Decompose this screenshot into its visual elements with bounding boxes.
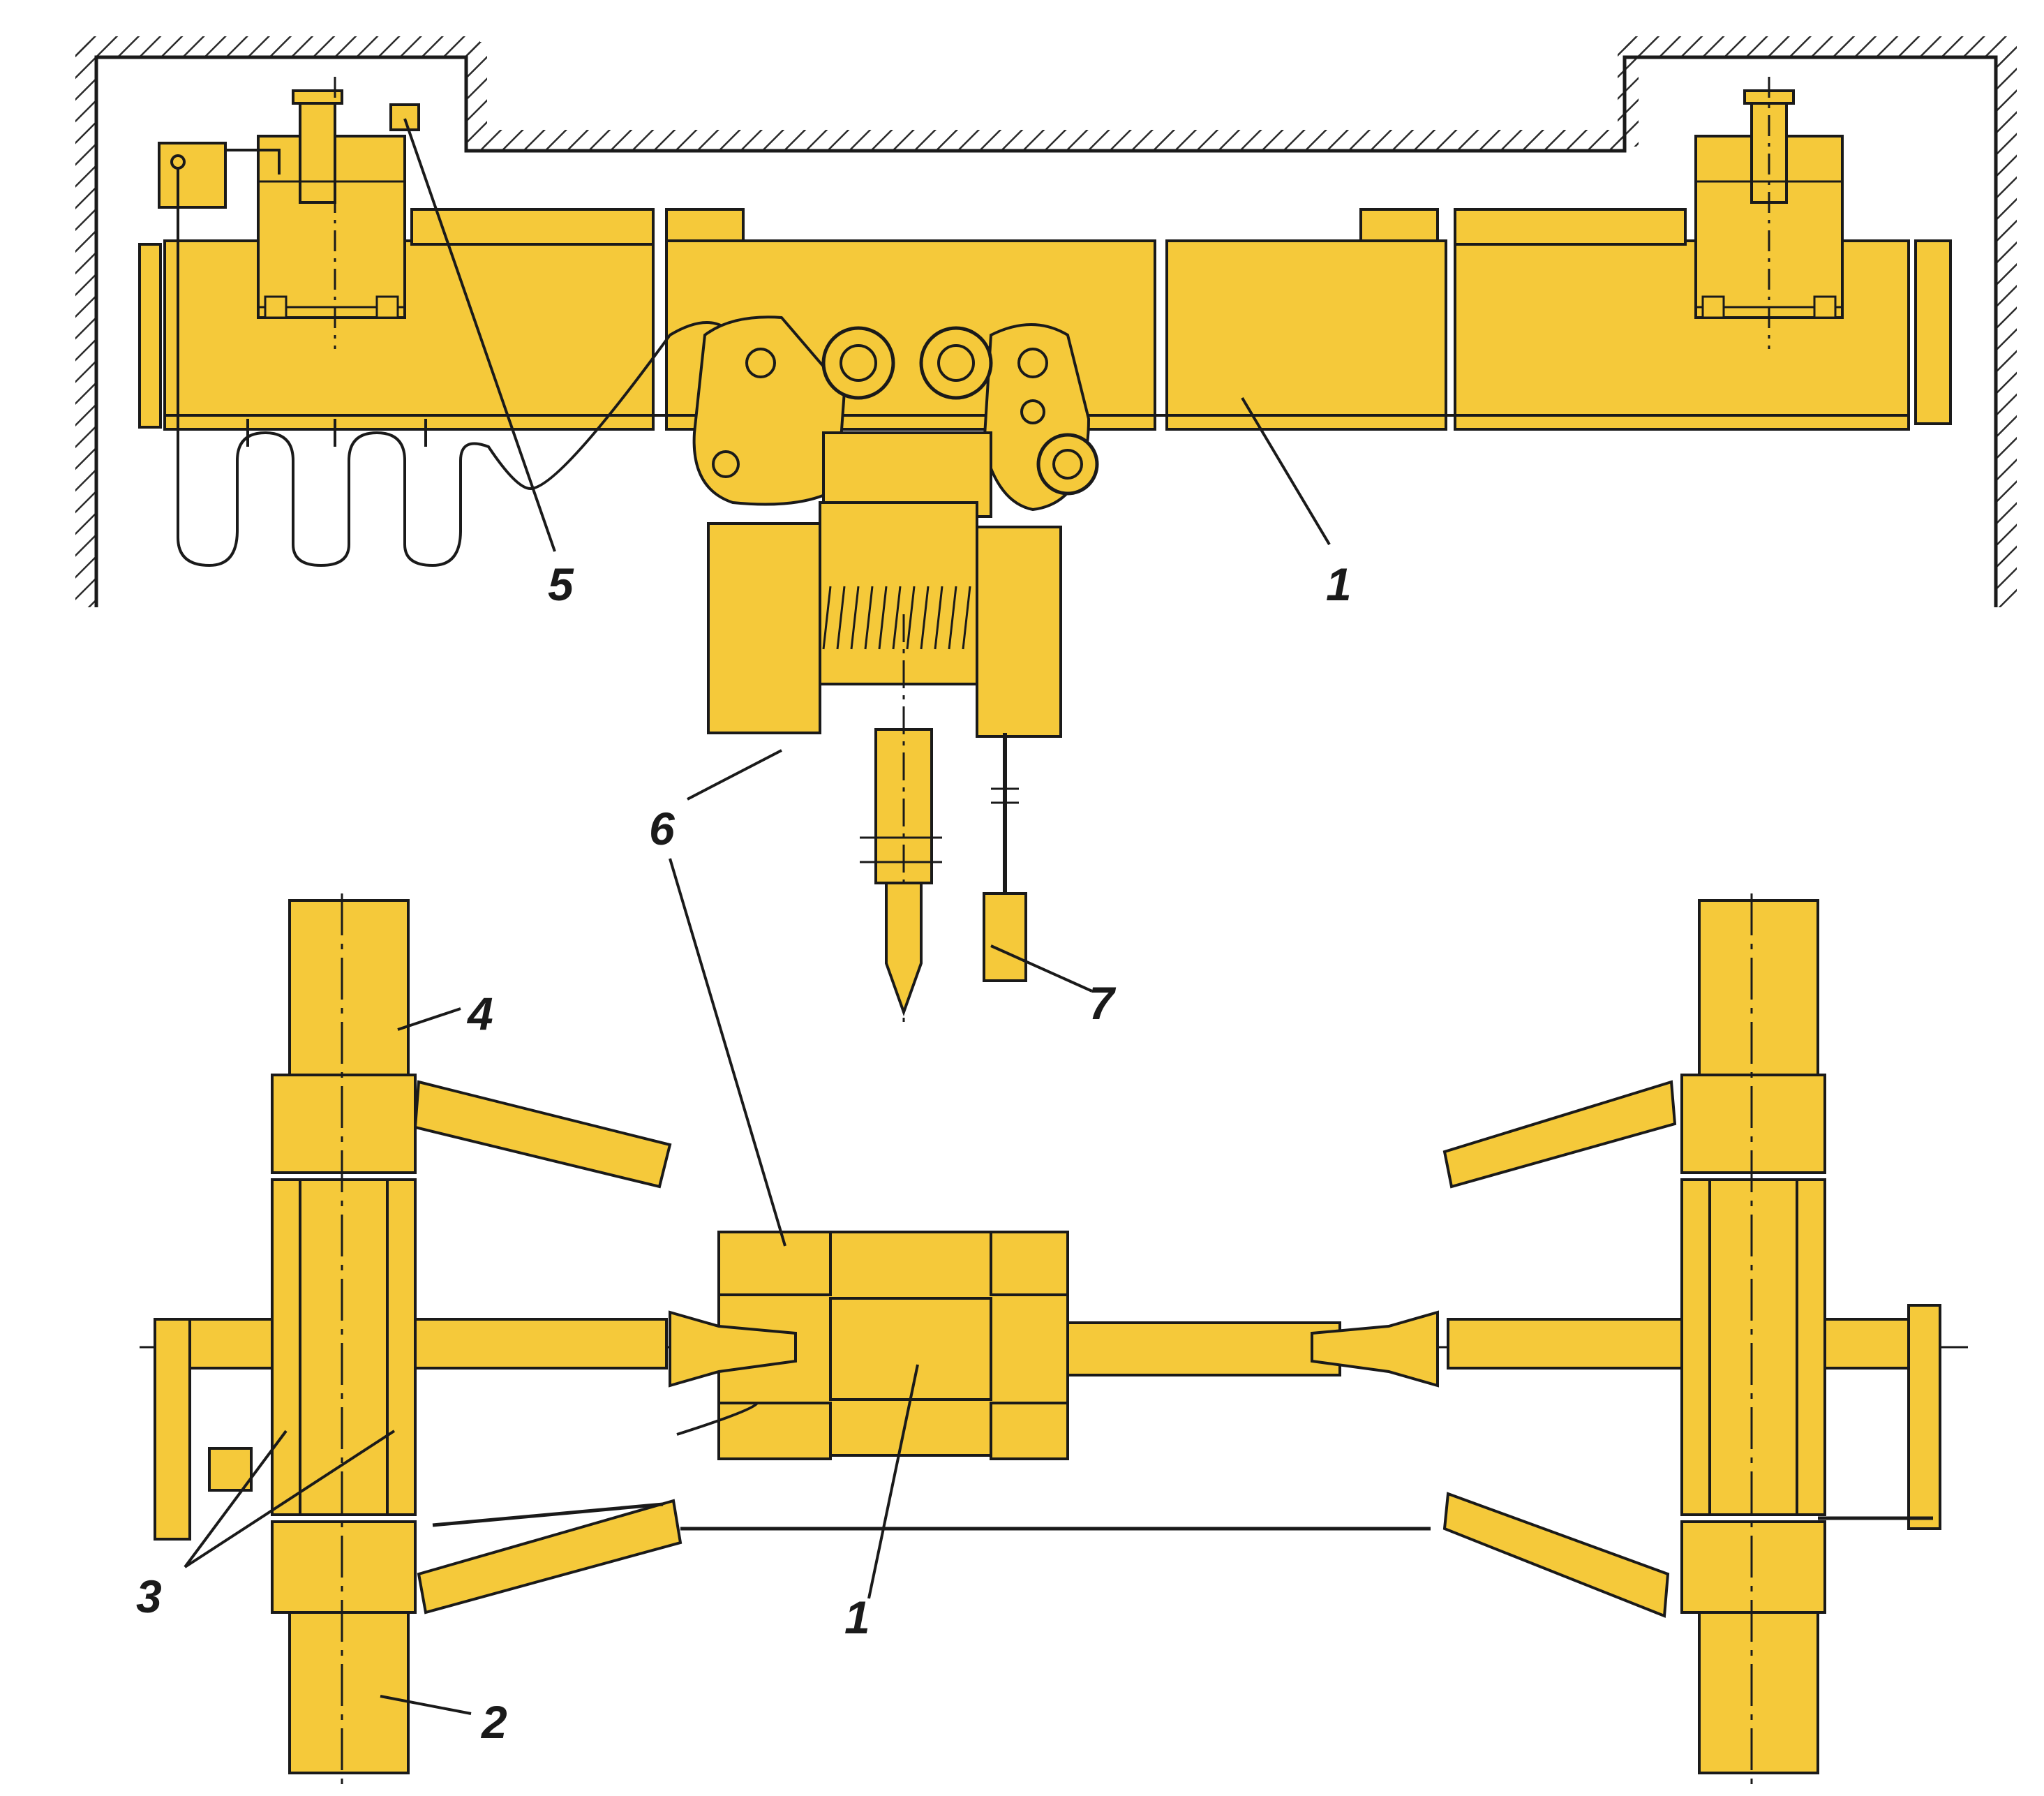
top-mid-hatch xyxy=(480,130,1625,151)
festoon-cable xyxy=(177,168,727,567)
collector-head xyxy=(389,103,420,131)
coupling-right xyxy=(1311,1310,1439,1388)
step-left-hatch xyxy=(466,42,487,147)
drive-motor-left xyxy=(208,1447,253,1492)
right-wall-hatch xyxy=(1996,42,2017,607)
power-supply-festoon xyxy=(158,103,727,567)
plan-view xyxy=(140,893,1968,1787)
hoist-gearbox xyxy=(976,526,1062,738)
callout-1-top: 1 xyxy=(1326,558,1352,610)
girder-seg-2 xyxy=(163,239,655,431)
building-section xyxy=(75,36,2017,607)
end-carriage-left-elevation xyxy=(257,77,406,349)
girder-top-flange-right xyxy=(1454,208,1687,246)
hoist-trolley xyxy=(692,316,1099,1026)
crane-hook xyxy=(885,882,923,1016)
hoist-motor xyxy=(707,522,821,734)
end-carriage-right-elevation xyxy=(1694,77,1844,349)
callout-6: 6 xyxy=(649,803,676,854)
leader-lines xyxy=(184,118,1331,1715)
girder-top-block-1 xyxy=(665,208,745,242)
wheel-unit-left-top xyxy=(288,899,410,1076)
callout-2: 2 xyxy=(480,1696,507,1748)
shaft-right xyxy=(1447,1318,1910,1370)
girder-seg-6 xyxy=(1914,239,1952,425)
wheel-unit-left-bottom xyxy=(288,1611,410,1774)
left-wall-hatch xyxy=(75,42,96,607)
callout-5: 5 xyxy=(548,558,574,610)
top-left-hatch xyxy=(75,36,480,57)
callout-7: 7 xyxy=(1089,977,1117,1029)
girder-top-flange-left xyxy=(410,208,655,246)
callout-3: 3 xyxy=(136,1571,162,1622)
callout-1-bottom: 1 xyxy=(844,1591,870,1643)
trolley-wheel-3 xyxy=(1036,433,1099,496)
girder-seg-1 xyxy=(138,243,162,429)
trolley-wheel-1 xyxy=(821,326,895,400)
step-right-hatch xyxy=(1618,42,1639,147)
girder-top-block-2 xyxy=(1359,208,1439,242)
callout-labels: 5 1 6 7 4 3 1 2 xyxy=(136,558,1352,1748)
girder-seg-4 xyxy=(1165,239,1447,431)
trolley-wheel-2 xyxy=(919,326,993,400)
callout-4: 4 xyxy=(466,988,493,1039)
rope-winding xyxy=(822,586,971,650)
building-outline xyxy=(94,55,1998,607)
pendant-control xyxy=(983,892,1027,982)
junction-box xyxy=(158,142,227,209)
wheel-unit-right-top xyxy=(1698,899,1819,1076)
coupling-left xyxy=(669,1310,797,1388)
top-right-hatch xyxy=(1625,36,2008,57)
wheel-unit-right-bottom xyxy=(1698,1611,1819,1774)
